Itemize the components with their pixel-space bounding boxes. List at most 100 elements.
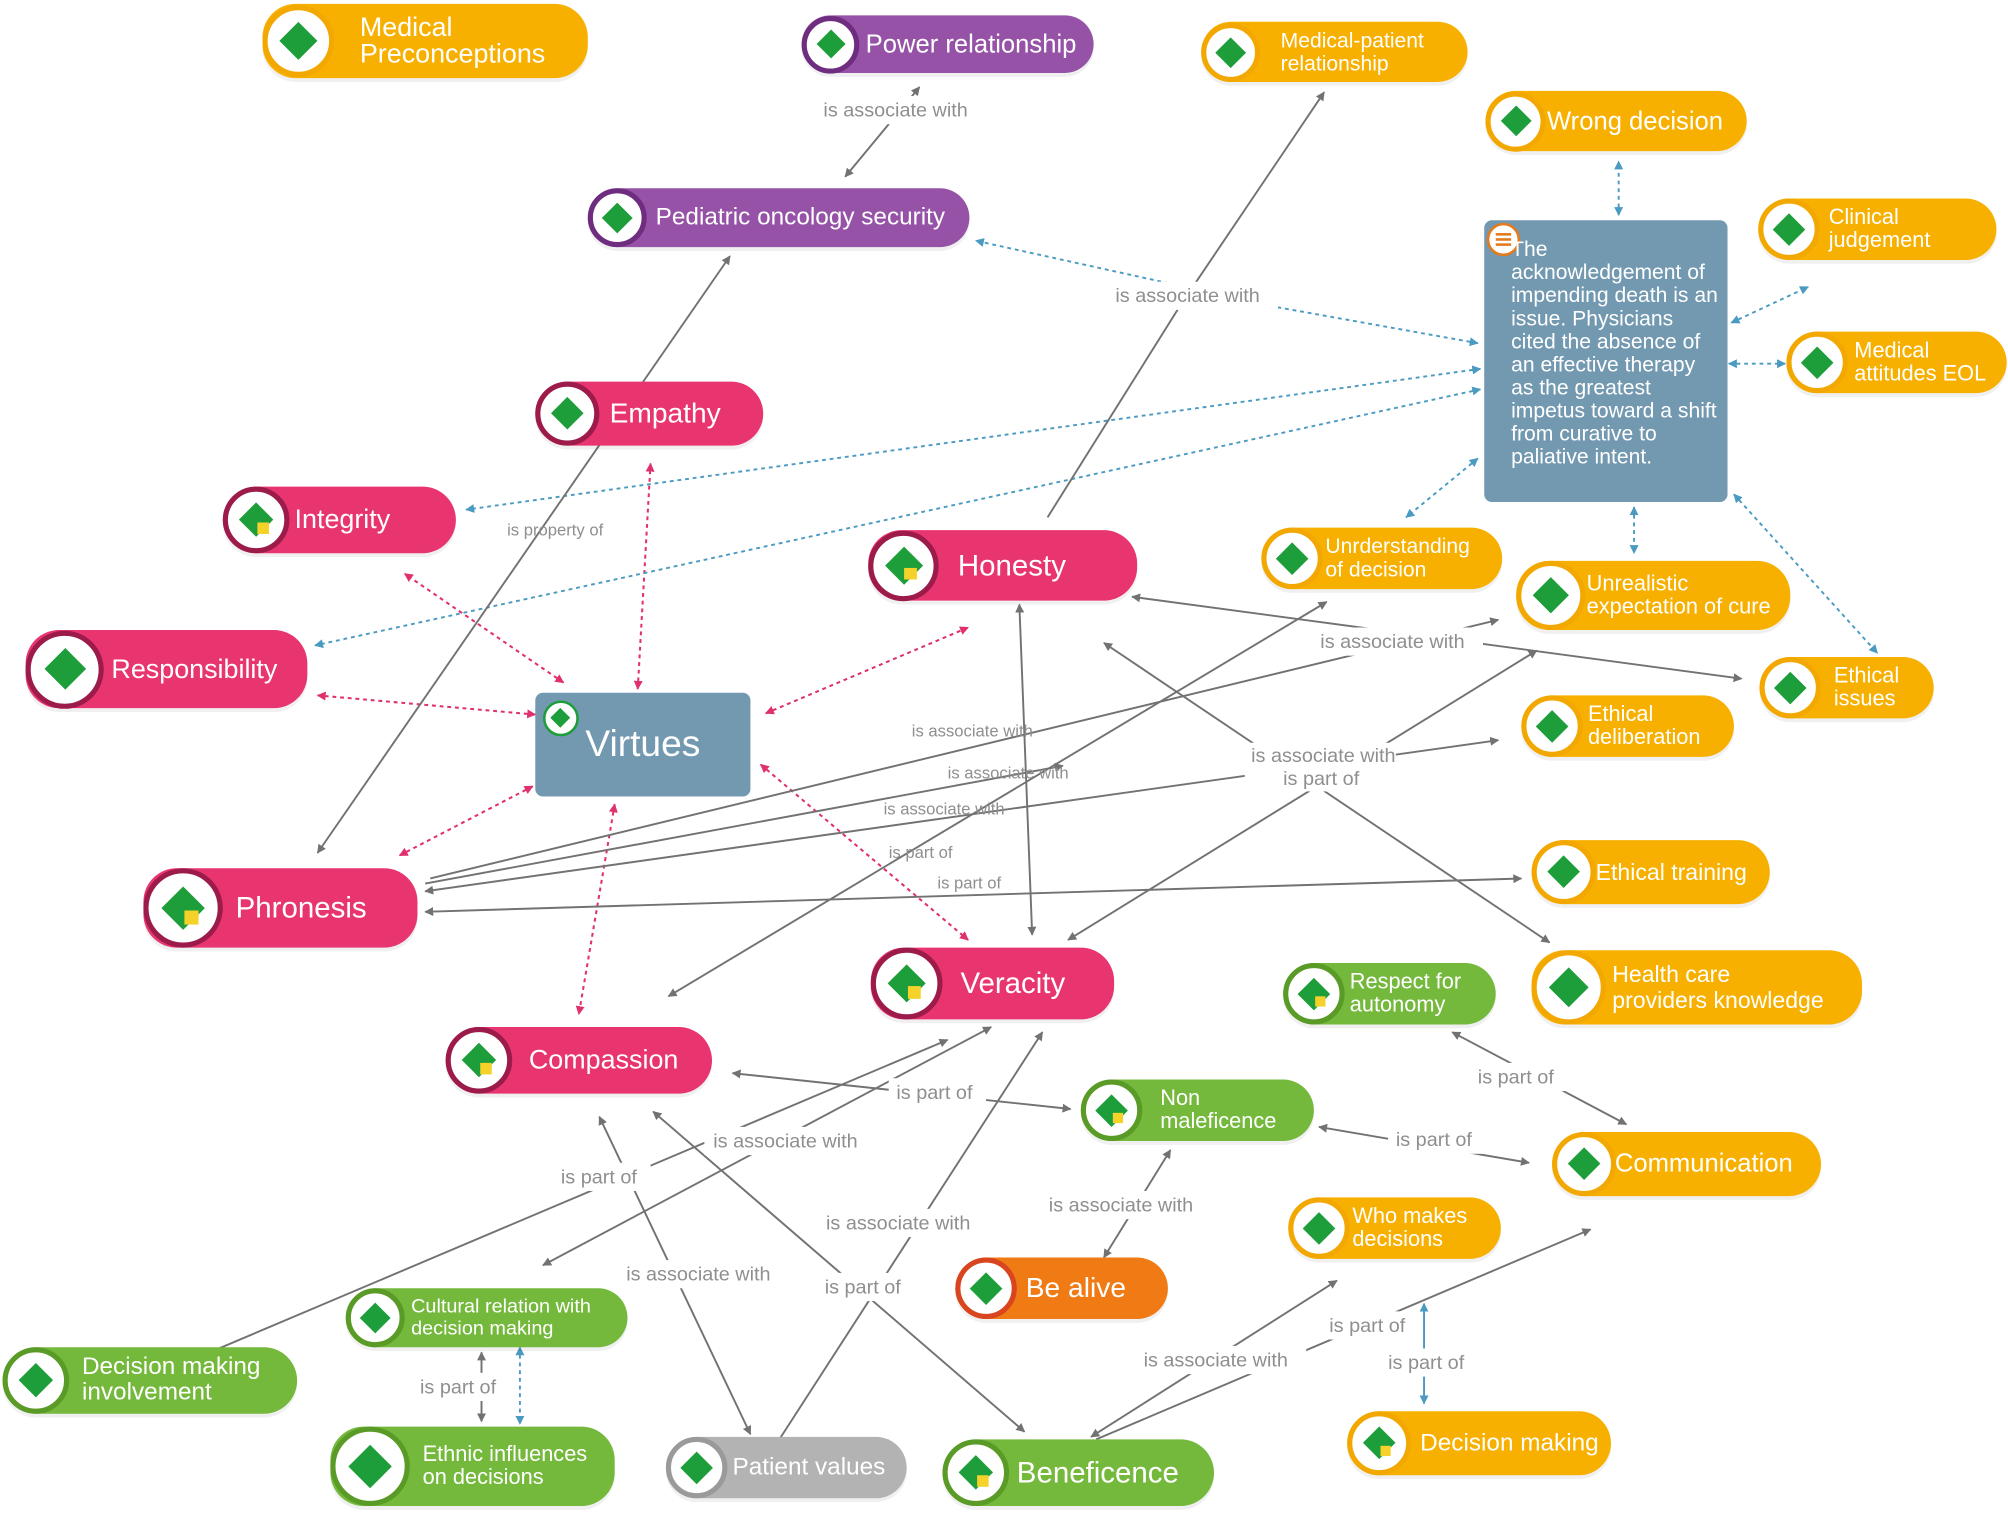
edge-label: is associate with xyxy=(826,1212,970,1234)
memo-text: The acknowledgement of impending death i… xyxy=(1511,238,1718,469)
node-responsibility[interactable]: Responsibility xyxy=(25,630,308,709)
node-ethical-training[interactable]: Ethical training xyxy=(1531,840,1770,905)
edge-label: is property of xyxy=(507,520,603,539)
node-communication[interactable]: Communication xyxy=(1552,1132,1822,1197)
code-icon xyxy=(1521,695,1583,757)
edge-virtues-empathy xyxy=(633,462,655,690)
node-label: Responsibility xyxy=(111,654,278,684)
code-comment-icon xyxy=(942,1439,1010,1506)
node-be-alive[interactable]: Be alive xyxy=(955,1257,1168,1320)
edge-label: is part of xyxy=(420,1376,497,1398)
edge-label: is part of xyxy=(937,874,1001,893)
edge-label: is associate with xyxy=(1144,1349,1288,1371)
node-label: Be alive xyxy=(1025,1271,1127,1304)
edge-beneficence-compassion xyxy=(652,1110,1026,1433)
edge-memo-ethical-issues xyxy=(1733,493,1879,654)
edge-memo-clinical-judgement xyxy=(1730,285,1810,324)
code-icon xyxy=(1516,560,1586,631)
edge-memo-understanding xyxy=(1405,457,1479,519)
node-power-relationship[interactable]: Power relationship xyxy=(801,15,1094,73)
node-empathy[interactable]: Empathy xyxy=(535,381,764,446)
edge-honesty-health-care xyxy=(1103,642,1551,944)
code-icon xyxy=(1261,527,1323,590)
code-icon xyxy=(262,5,335,77)
edge-label: is associate with xyxy=(713,1130,857,1152)
memo-box[interactable]: The acknowledgement of impending death i… xyxy=(1484,220,1728,502)
node-decision-making[interactable]: Decision making xyxy=(1347,1411,1611,1476)
node-veracity[interactable]: Veracity xyxy=(870,947,1115,1020)
edge-label: is part of xyxy=(1396,1129,1473,1151)
edge-label: is part of xyxy=(825,1276,902,1298)
virtues-node[interactable]: Virtues xyxy=(535,692,751,797)
edge-label: is associate with xyxy=(884,799,1005,818)
code-icon xyxy=(801,15,860,73)
edge-label: is associate with xyxy=(1251,745,1395,767)
virtues-code-icon xyxy=(542,700,579,737)
node-beneficence[interactable]: Beneficence xyxy=(942,1439,1215,1506)
edge-virtues-integrity xyxy=(403,572,565,684)
code-comment-icon xyxy=(143,868,223,948)
node-pediatric-oncology-security[interactable]: Pediatric oncology security xyxy=(587,188,970,248)
node-label: Compassion xyxy=(528,1045,679,1076)
node-honesty[interactable]: Honesty xyxy=(868,530,1138,601)
code-comment-icon xyxy=(1283,963,1345,1025)
code-icon xyxy=(25,630,104,709)
node-label: Ethical training xyxy=(1595,859,1747,885)
node-label: Patient values xyxy=(732,1454,886,1482)
node-wrong-decision[interactable]: Wrong decision xyxy=(1485,90,1747,152)
code-icon xyxy=(1552,1132,1617,1197)
code-comment-icon xyxy=(868,530,939,601)
node-integrity[interactable]: Integrity xyxy=(222,486,456,554)
edge-virtues-phronesis xyxy=(398,785,534,857)
edge-label: is associate with xyxy=(626,1264,770,1286)
node-label: Beneficence xyxy=(1016,1455,1179,1489)
node-label: Honesty xyxy=(957,548,1066,582)
node-label: Veracity xyxy=(960,966,1066,1000)
node-phronesis[interactable]: Phronesis xyxy=(143,868,418,948)
edge-label: is associate with xyxy=(823,100,967,122)
code-icon xyxy=(1201,22,1261,82)
code-comment-icon xyxy=(1080,1079,1143,1142)
node-compassion[interactable]: Compassion xyxy=(445,1027,713,1094)
node-label: Phronesis xyxy=(235,890,367,924)
edge-label: is part of xyxy=(896,1082,973,1104)
edge-label: is associate with xyxy=(1320,631,1464,653)
node-label: Power relationship xyxy=(865,30,1077,59)
edge-phronesis-pediatric xyxy=(316,255,731,854)
edge-honesty-veracity xyxy=(1015,603,1037,936)
code-icon xyxy=(345,1288,405,1348)
edge-phronesis-is-part-of xyxy=(424,762,1064,885)
node-label: Integrity xyxy=(294,505,391,535)
node-patient-values[interactable]: Patient values xyxy=(665,1436,907,1499)
code-icon xyxy=(330,1426,410,1506)
edge-label: is part of xyxy=(561,1166,638,1188)
memo-lines-icon xyxy=(1486,222,1521,257)
code-icon xyxy=(1758,198,1820,260)
node-label: Decision making xyxy=(1420,1429,1599,1457)
